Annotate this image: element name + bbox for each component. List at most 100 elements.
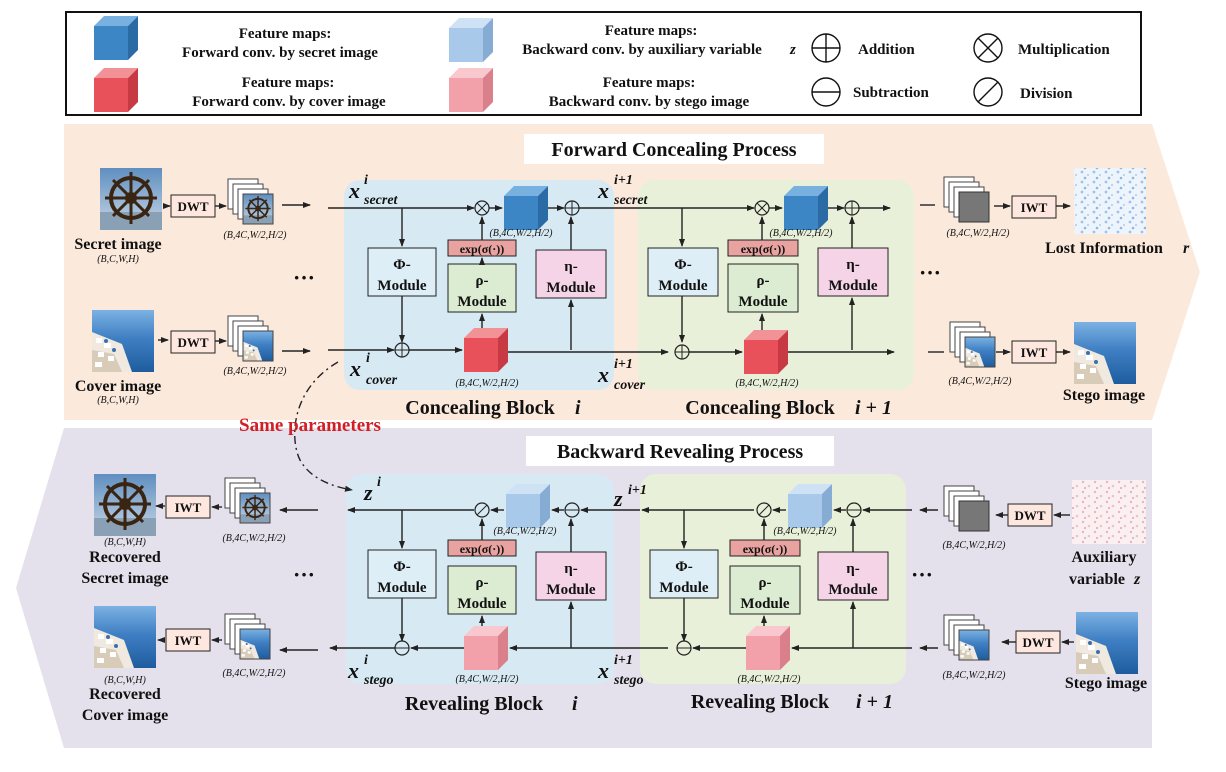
svg-text:cover: cover bbox=[614, 378, 646, 393]
svg-text:IWT: IWT bbox=[1021, 200, 1048, 215]
svg-text:Module: Module bbox=[659, 580, 709, 596]
legend-lightblue-title: Feature maps: bbox=[605, 23, 698, 39]
svg-text:x: x bbox=[597, 362, 609, 387]
recovered-cover-label-1: Recovered bbox=[89, 686, 161, 703]
lost-information-label: Lost Information bbox=[1045, 240, 1163, 257]
recovered-secret-label-2: Secret image bbox=[81, 570, 168, 587]
svg-text:···: ··· bbox=[919, 260, 941, 285]
svg-text:(B,C,W,H): (B,C,W,H) bbox=[104, 537, 146, 548]
svg-text:x: x bbox=[597, 658, 609, 683]
svg-text:η-: η- bbox=[564, 561, 578, 577]
svg-text:IWT: IWT bbox=[1021, 345, 1048, 360]
recovered-secret-label-1: Recovered bbox=[89, 549, 161, 566]
stego-image-input bbox=[1076, 612, 1138, 674]
svg-text:Module: Module bbox=[738, 294, 788, 310]
svg-text:i: i bbox=[364, 173, 368, 188]
iwt-box-lost bbox=[1011, 195, 1057, 219]
svg-text:Module: Module bbox=[658, 278, 708, 294]
concealing-block-i: x i secret Φ- Module (B,4C,W/2,H/2) exp(… bbox=[328, 173, 669, 419]
svg-text:η-: η- bbox=[564, 259, 578, 275]
stego-stack bbox=[949, 321, 996, 368]
same-parameters-link bbox=[294, 361, 353, 492]
division-icon bbox=[973, 77, 1003, 107]
svg-text:i+1: i+1 bbox=[628, 483, 647, 498]
svg-text:i: i bbox=[366, 351, 370, 366]
cover-image-shape: (B,C,W,H) bbox=[97, 395, 139, 406]
svg-text:i + 1: i + 1 bbox=[856, 691, 893, 713]
iwt-box-recovered-cover bbox=[165, 628, 211, 652]
concealing-block-i1-label: Concealing Block bbox=[685, 397, 835, 419]
revealing-block-i-label: Revealing Block bbox=[405, 693, 544, 715]
svg-text:i+1: i+1 bbox=[614, 357, 633, 372]
svg-text:(B,4C,W/2,H/2): (B,4C,W/2,H/2) bbox=[942, 670, 1006, 681]
cover-dwt-stack bbox=[227, 315, 274, 362]
svg-text:ρ-: ρ- bbox=[475, 273, 488, 289]
svg-text:secret: secret bbox=[613, 193, 649, 208]
addition-icon bbox=[811, 33, 841, 63]
recovered-cover-label-2: Cover image bbox=[82, 707, 168, 724]
auxiliary-variable-image bbox=[1072, 480, 1146, 544]
svg-text:···: ··· bbox=[911, 562, 933, 587]
concealing-block-i-label: Concealing Block bbox=[405, 397, 555, 419]
svg-text:Φ-: Φ- bbox=[393, 559, 410, 575]
svg-text:ρ-: ρ- bbox=[756, 273, 769, 289]
svg-text:(B,4C,W/2,H/2): (B,4C,W/2,H/2) bbox=[942, 540, 1006, 551]
dwt-box-cover bbox=[170, 330, 216, 354]
recovered-secret-image bbox=[92, 472, 158, 538]
svg-text:DWT: DWT bbox=[177, 335, 208, 350]
svg-text:z: z bbox=[613, 486, 623, 511]
lost-information-image bbox=[1074, 168, 1146, 234]
svg-text:Module: Module bbox=[740, 596, 790, 612]
multiplication-icon bbox=[973, 33, 1003, 63]
revealing-block-i: z i Φ- Module (B,4C,W/2,H/2) exp(σ(·)) ρ… bbox=[329, 475, 668, 715]
legend-red-desc: Forward conv. by cover image bbox=[192, 94, 386, 110]
legend-division: Division bbox=[1020, 86, 1073, 102]
svg-text:IWT: IWT bbox=[175, 500, 202, 515]
stego-input-stack bbox=[943, 614, 990, 661]
stego-image-output bbox=[1074, 322, 1136, 384]
svg-text:Φ-: Φ- bbox=[675, 559, 692, 575]
svg-text:i: i bbox=[572, 693, 578, 715]
svg-text:η-: η- bbox=[846, 257, 860, 273]
legend-blue-desc: Forward conv. by secret image bbox=[182, 45, 378, 61]
ellipsis: ··· bbox=[293, 265, 315, 290]
svg-text:(B,4C,W/2,H/2): (B,4C,W/2,H/2) bbox=[222, 668, 286, 679]
svg-text:stego: stego bbox=[363, 673, 394, 688]
svg-text:IWT: IWT bbox=[175, 633, 202, 648]
svg-text:(B,4C,W/2,H/2): (B,4C,W/2,H/2) bbox=[489, 228, 553, 239]
svg-text:DWT: DWT bbox=[1014, 508, 1045, 523]
svg-text:Module: Module bbox=[377, 580, 427, 596]
svg-text:i: i bbox=[364, 653, 368, 668]
svg-text:(B,4C,W/2,H/2): (B,4C,W/2,H/2) bbox=[948, 376, 1012, 387]
svg-text:Φ-: Φ- bbox=[393, 257, 410, 273]
svg-text:r: r bbox=[1183, 240, 1190, 257]
svg-text:exp(σ(·)): exp(σ(·)) bbox=[460, 242, 505, 256]
subtraction-icon bbox=[811, 77, 841, 107]
svg-text:exp(σ(·)): exp(σ(·)) bbox=[741, 242, 786, 256]
secret-dwt-stack bbox=[227, 178, 274, 225]
svg-text:(B,4C,W/2,H/2): (B,4C,W/2,H/2) bbox=[735, 378, 799, 389]
svg-text:Module: Module bbox=[546, 280, 596, 296]
dwt-box-aux bbox=[1007, 503, 1053, 527]
legend-pink-title: Feature maps: bbox=[603, 75, 696, 91]
svg-text:Module: Module bbox=[457, 596, 507, 612]
legend-addition: Addition bbox=[858, 42, 915, 58]
revealing-block-i1: z i+1 Φ- Module (B,4C,W/2,H/2) exp(σ(·))… bbox=[597, 483, 912, 713]
aux-stack bbox=[943, 485, 990, 532]
legend-multiplication: Multiplication bbox=[1018, 42, 1110, 58]
svg-text:DWT: DWT bbox=[1022, 635, 1053, 650]
legend-lightblue-var: z bbox=[789, 42, 796, 58]
stego-image-label: Stego image bbox=[1063, 387, 1145, 404]
svg-text:secret: secret bbox=[363, 193, 399, 208]
auxiliary-label-1: Auxiliary bbox=[1072, 549, 1137, 566]
svg-text:(B,4C,W/2,H/2): (B,4C,W/2,H/2) bbox=[946, 228, 1010, 239]
legend-lightblue-desc: Backward conv. by auxiliary variable bbox=[522, 42, 762, 58]
dwt-label: DWT bbox=[177, 199, 208, 214]
forward-process-title: Forward Concealing Process bbox=[551, 139, 796, 161]
svg-text:(B,4C,W/2,H/2): (B,4C,W/2,H/2) bbox=[773, 526, 837, 537]
svg-text:z: z bbox=[1133, 571, 1141, 588]
svg-text:i + 1: i + 1 bbox=[855, 397, 892, 419]
legend-subtraction: Subtraction bbox=[853, 85, 930, 101]
svg-text:η-: η- bbox=[846, 561, 860, 577]
lost-info-stack bbox=[943, 176, 990, 223]
